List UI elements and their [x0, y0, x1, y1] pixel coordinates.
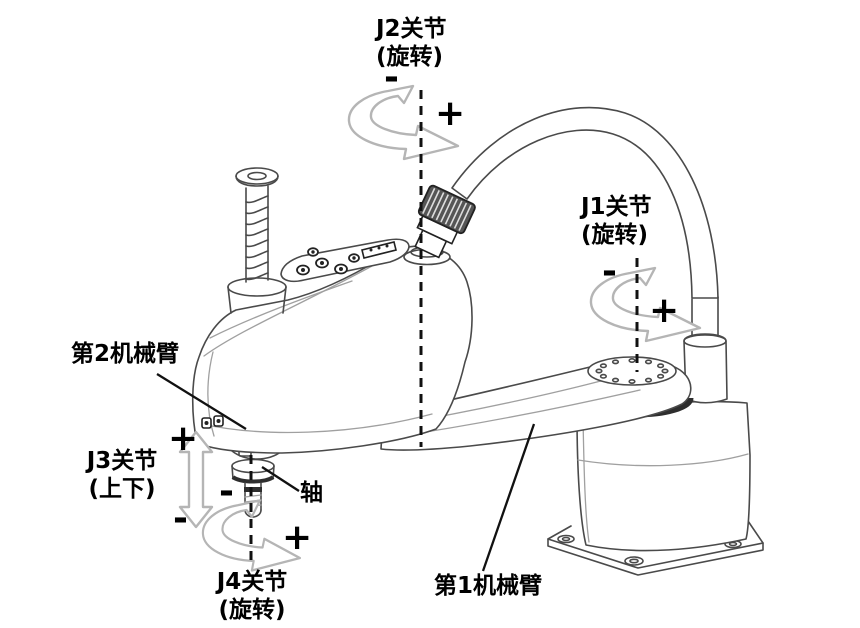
j1-joint-name: J1关节: [581, 194, 652, 220]
screw-cap-rim: [235, 175, 279, 187]
j3-joint-label: J3关节 (上下): [82, 447, 162, 503]
second-arm-head: [191, 238, 473, 460]
screw-spiral: [245, 195, 269, 281]
panel-connectors: [296, 241, 397, 276]
j1-joint-label: J1关节 (旋转): [581, 193, 652, 249]
j1-minus-sign: -: [602, 251, 617, 292]
base-bolt-slot-inner: [629, 558, 639, 564]
head-contour: [207, 351, 215, 437]
j3-plus-sign: +: [168, 418, 199, 459]
base-plate-edge: [547, 538, 764, 576]
head-contour: [201, 413, 433, 434]
base-contour: [577, 453, 749, 467]
screw-cap-inner: [247, 171, 267, 181]
shaft-label: 轴: [300, 480, 323, 506]
j3-minus-sign: -: [173, 498, 188, 539]
arm1-leader-line: [481, 423, 536, 572]
screw-cap: [235, 167, 279, 185]
robot-base: [547, 400, 764, 576]
base-bolt-slot: [557, 534, 575, 544]
base-bolt-slot-inner: [728, 541, 738, 547]
head-shell: [191, 245, 473, 454]
screw-boss-sides: [227, 286, 287, 314]
j4-joint-motion: (旋转): [218, 597, 286, 623]
j1-joint-motion: (旋转): [581, 222, 649, 248]
shaft-leader-line: [261, 466, 300, 492]
arm2-leader-line: [156, 373, 247, 430]
base-bolt-slot-inner: [561, 536, 571, 542]
head-contour: [203, 265, 373, 357]
base-plate: [547, 520, 764, 569]
base-bolt-slot: [624, 556, 644, 566]
head-contour: [209, 280, 353, 339]
j2-joint-label: J2关节 (旋转): [376, 15, 447, 71]
ball-screw: [227, 167, 287, 314]
j2-plus-sign: +: [435, 93, 466, 134]
base-contour-left: [582, 417, 590, 543]
j2-minus-sign: -: [384, 57, 399, 98]
shaft-collar-band: [231, 475, 275, 484]
j2-joint-name: J2关节: [376, 16, 447, 42]
arm2-label: 第2机械臂: [71, 341, 180, 367]
j1-plus-sign: +: [649, 290, 680, 331]
j4-joint-label: J4关节 (旋转): [210, 568, 294, 624]
side-connectors: [201, 415, 224, 429]
j2-joint-motion: (旋转): [376, 44, 444, 70]
j4-joint-name: J4关节: [216, 569, 288, 595]
j1-flange-bolt-circle: [595, 357, 669, 384]
j3-joint-motion: (上下): [88, 476, 156, 502]
conduit-collar-top: [683, 334, 727, 348]
j1-flange: [587, 356, 677, 386]
shaft-rod-band: [244, 487, 262, 492]
j3-joint-name: J3关节: [86, 448, 158, 474]
screw-boss: [227, 277, 287, 297]
j4-minus-sign: -: [219, 471, 234, 512]
gland-ribs: [422, 187, 472, 231]
shaft-collar-sides: [231, 465, 275, 480]
conduit-terminal: [683, 296, 728, 404]
j3-updown-arrow: [178, 430, 214, 529]
j4-plus-sign: +: [282, 517, 313, 558]
shaft-tip: [244, 509, 262, 518]
arm1-label: 第1机械臂: [434, 573, 543, 599]
cable-gland: [403, 184, 476, 266]
conduit-tube: [691, 296, 719, 338]
